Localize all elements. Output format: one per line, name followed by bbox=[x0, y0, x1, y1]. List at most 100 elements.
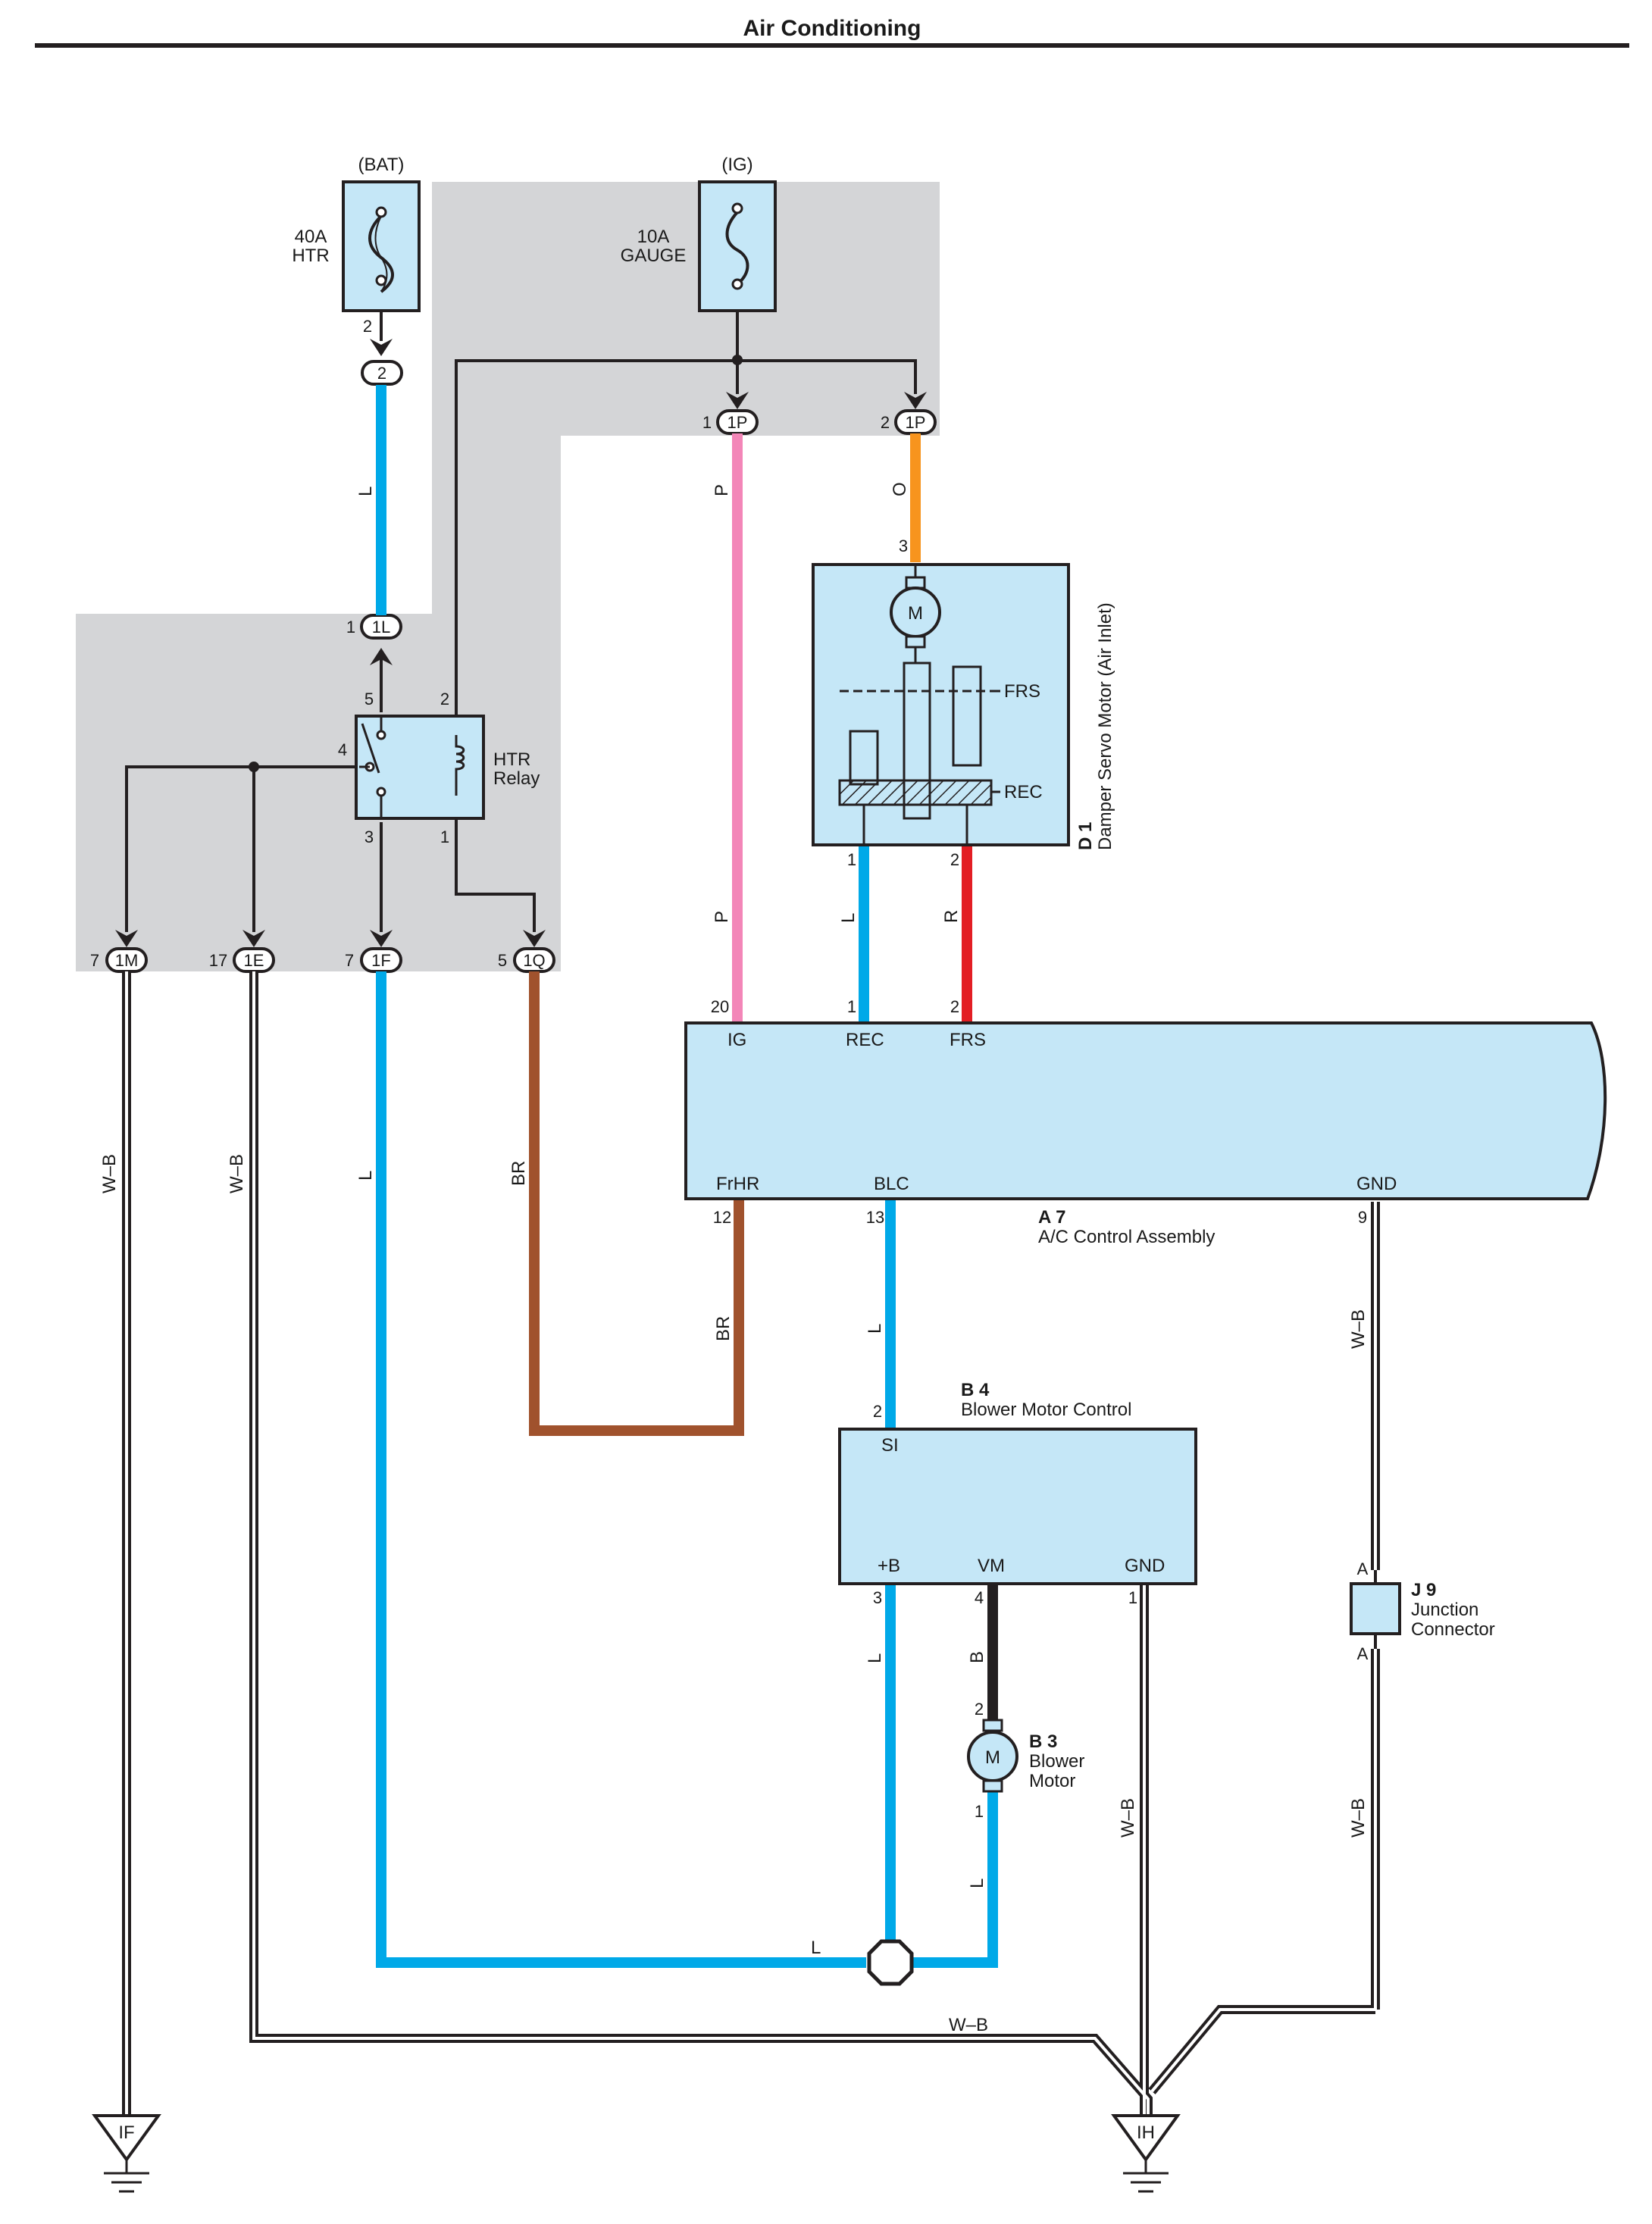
svg-text:W–B: W–B bbox=[1118, 1798, 1138, 1838]
svg-text:1: 1 bbox=[702, 413, 712, 432]
splice-dot bbox=[249, 762, 259, 772]
svg-text:IH: IH bbox=[1137, 2122, 1155, 2143]
splice-point bbox=[867, 1939, 914, 1986]
svg-text:1: 1 bbox=[346, 618, 355, 637]
svg-text:2: 2 bbox=[881, 413, 890, 432]
svg-text:B: B bbox=[967, 1651, 987, 1663]
wire-L-main bbox=[376, 971, 866, 1968]
svg-text:1F: 1F bbox=[371, 951, 391, 970]
svg-text:W–B: W–B bbox=[1348, 1309, 1369, 1349]
svg-text:M: M bbox=[908, 603, 923, 624]
svg-text:FrHR: FrHR bbox=[716, 1174, 759, 1194]
svg-text:4: 4 bbox=[975, 1588, 984, 1607]
svg-text:A: A bbox=[1357, 1559, 1369, 1578]
svg-text:GND: GND bbox=[1125, 1556, 1165, 1576]
svg-text:L: L bbox=[355, 1171, 376, 1181]
junction-block-zone bbox=[76, 182, 940, 971]
svg-text:GAUGE: GAUGE bbox=[621, 246, 687, 266]
svg-text:7: 7 bbox=[90, 951, 99, 970]
svg-text:1P: 1P bbox=[906, 413, 926, 432]
splice-dot-ig bbox=[732, 355, 743, 365]
svg-text:W–B: W–B bbox=[99, 1154, 120, 1193]
svg-text:3: 3 bbox=[873, 1588, 882, 1607]
svg-text:2: 2 bbox=[950, 997, 959, 1016]
svg-text:B 4: B 4 bbox=[961, 1380, 990, 1400]
ground-ih: IH bbox=[1111, 2114, 1181, 2193]
svg-text:1: 1 bbox=[1128, 1588, 1137, 1607]
svg-text:L: L bbox=[865, 1653, 885, 1663]
svg-text:A 7: A 7 bbox=[1038, 1207, 1065, 1228]
svg-text:M: M bbox=[985, 1747, 1000, 1768]
svg-text:GND: GND bbox=[1356, 1174, 1397, 1194]
svg-text:1L: 1L bbox=[372, 618, 390, 637]
svg-text:L: L bbox=[967, 1878, 987, 1888]
svg-text:1: 1 bbox=[975, 1802, 984, 1821]
svg-text:VM: VM bbox=[978, 1556, 1005, 1576]
svg-text:3: 3 bbox=[899, 536, 908, 555]
svg-text:HTR: HTR bbox=[292, 246, 329, 266]
svg-text:2: 2 bbox=[950, 850, 959, 869]
blower-motor: M 2 1 B 3 Blower Motor bbox=[967, 1700, 1084, 1821]
page-title: Air Conditioning bbox=[743, 16, 921, 41]
blower-motor-control: SI +B VM GND 2 3 4 1 B 4 Blower Motor Co… bbox=[838, 1380, 1197, 1607]
svg-text:2: 2 bbox=[440, 690, 449, 708]
svg-text:A: A bbox=[1357, 1644, 1369, 1663]
svg-text:Motor: Motor bbox=[1029, 1771, 1075, 1791]
svg-text:BLC: BLC bbox=[874, 1174, 909, 1194]
svg-text:1E: 1E bbox=[244, 951, 264, 970]
svg-text:BR: BR bbox=[713, 1316, 734, 1341]
svg-text:A/C Control Assembly: A/C Control Assembly bbox=[1038, 1227, 1215, 1247]
svg-text:3: 3 bbox=[365, 827, 374, 846]
svg-text:1P: 1P bbox=[727, 413, 748, 432]
junction-connector: A A J 9 Junction Connector bbox=[1350, 1559, 1495, 1663]
svg-text:17: 17 bbox=[209, 951, 227, 970]
svg-text:SI: SI bbox=[881, 1435, 899, 1456]
svg-text:L: L bbox=[811, 1938, 821, 1958]
svg-text:FRS: FRS bbox=[1004, 681, 1040, 702]
svg-text:REC: REC bbox=[846, 1030, 884, 1050]
svg-text:2: 2 bbox=[873, 1402, 882, 1421]
ac-control-assembly: IG REC FRS FrHR BLC GND 20 1 2 12 13 9 A… bbox=[684, 997, 1607, 1247]
connector-2: 2 2 bbox=[361, 317, 403, 386]
svg-text:R: R bbox=[941, 910, 962, 923]
svg-text:REC: REC bbox=[1004, 782, 1043, 802]
svg-text:(IG): (IG) bbox=[721, 155, 752, 175]
svg-text:2: 2 bbox=[975, 1700, 984, 1719]
ground-if: IF bbox=[92, 2114, 161, 2193]
svg-text:5: 5 bbox=[498, 951, 507, 970]
svg-text:9: 9 bbox=[1358, 1208, 1367, 1227]
svg-text:20: 20 bbox=[711, 997, 729, 1016]
fuse-gauge: (IG) 10A GAUGE bbox=[621, 155, 777, 312]
svg-text:J 9: J 9 bbox=[1411, 1580, 1436, 1600]
svg-text:L: L bbox=[355, 486, 376, 496]
ground-wires bbox=[122, 971, 1380, 2116]
svg-text:1: 1 bbox=[847, 997, 856, 1016]
svg-text:10A: 10A bbox=[637, 227, 670, 247]
svg-text:2: 2 bbox=[363, 317, 372, 336]
connector-1e: 1E 17 bbox=[209, 947, 275, 973]
connector-1p-pin1: 1P 1 bbox=[702, 409, 759, 435]
black-thin-wires bbox=[125, 311, 917, 932]
relay-switch-contact bbox=[361, 723, 380, 774]
fuse-icon bbox=[725, 211, 749, 286]
connector-1q: 1Q 5 bbox=[498, 947, 555, 973]
svg-text:1: 1 bbox=[440, 827, 449, 846]
svg-text:(BAT): (BAT) bbox=[358, 155, 405, 175]
svg-text:BR: BR bbox=[508, 1161, 529, 1186]
svg-text:Blower Motor Control: Blower Motor Control bbox=[961, 1400, 1131, 1420]
svg-text:40A: 40A bbox=[295, 227, 327, 247]
svg-text:Junction: Junction bbox=[1411, 1600, 1478, 1620]
svg-text:2: 2 bbox=[377, 364, 386, 383]
wire-labels: L P O P L R W–B W–B L BR BR L W–B L B L … bbox=[99, 482, 1369, 2035]
hatched-contact-plate bbox=[838, 779, 993, 806]
svg-text:Damper Servo Motor (Air Inlet): Damper Servo Motor (Air Inlet) bbox=[1095, 602, 1115, 850]
svg-text:D 1: D 1 bbox=[1075, 822, 1096, 850]
svg-text:1M: 1M bbox=[115, 951, 139, 970]
svg-text:13: 13 bbox=[866, 1208, 884, 1227]
svg-text:1Q: 1Q bbox=[523, 951, 545, 970]
svg-text:L: L bbox=[865, 1324, 885, 1334]
connector-1m: 1M 7 bbox=[90, 947, 148, 973]
relay-coil-icon bbox=[455, 735, 465, 796]
connector-1p-pin2: 1P 2 bbox=[881, 409, 937, 435]
svg-text:W–B: W–B bbox=[227, 1154, 247, 1193]
